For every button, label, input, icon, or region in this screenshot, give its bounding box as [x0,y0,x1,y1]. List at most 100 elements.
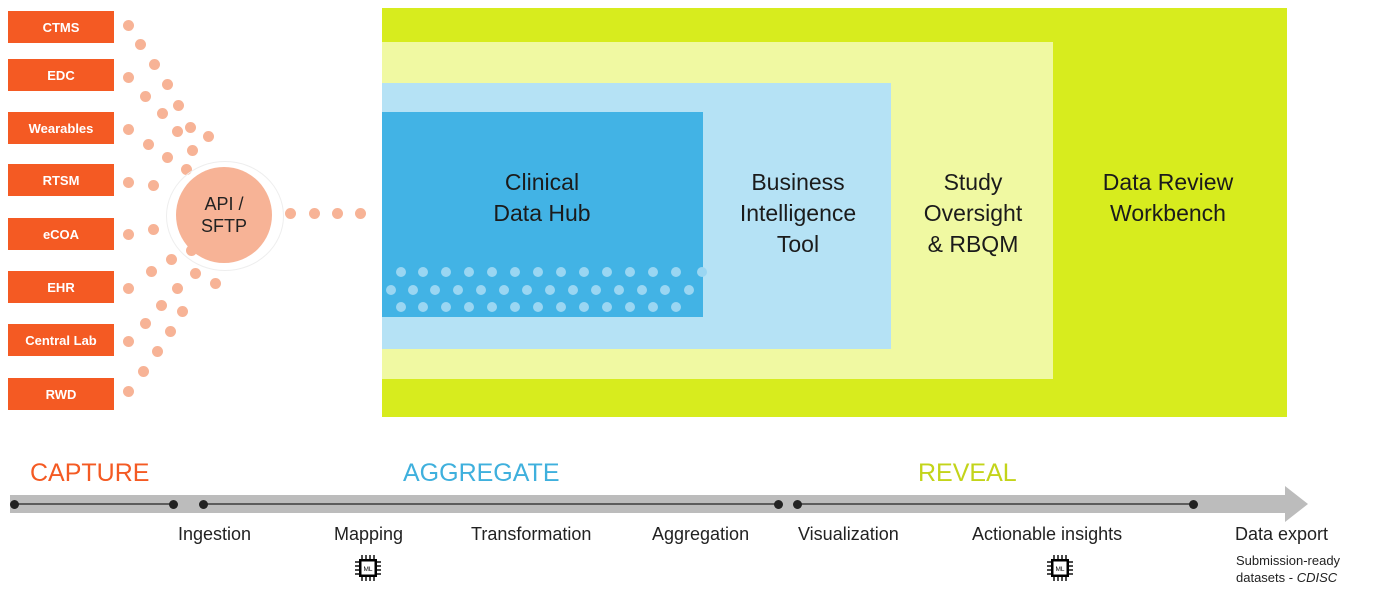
timeline-node [793,500,802,509]
connector-dot [123,336,134,347]
connector-dot [123,386,134,397]
connector-dot [166,254,177,265]
export-note-line2: datasets - CDISC [1236,570,1338,585]
connector-dot [123,283,134,294]
hub-dot [522,285,532,295]
hub-dot [568,285,578,295]
source-rtsm: RTSM [8,164,114,196]
hub-dot [476,285,486,295]
hub-dot [637,285,647,295]
hub-dot [464,302,474,312]
connector-dot [123,72,134,83]
connector-dot [162,152,173,163]
connector-dot [157,108,168,119]
connector-dot [123,177,134,188]
connector-dot [123,124,134,135]
connector-dot [332,208,343,219]
connector-dot [152,346,163,357]
connector-dot [148,224,159,235]
connector-dot [177,306,188,317]
ml-chip-text: ML [363,566,372,573]
hub-dot [579,302,589,312]
hub-dot [408,285,418,295]
ml-chip-text: ML [1055,566,1064,573]
hub-dot [441,302,451,312]
hub-dot [487,302,497,312]
hub-dot [430,285,440,295]
timeline-node [1189,500,1198,509]
ml-chip-icon: ML [1047,555,1073,581]
hub-dot [697,267,707,277]
hub-dot [386,285,396,295]
timeline-arrow [10,486,1308,522]
connector-dot [123,20,134,31]
workbench-line1: Data Review [1102,169,1234,195]
connector-dot [285,208,296,219]
step-visualization: Visualization [798,524,899,544]
hub-dot [464,267,474,277]
connector-dot [165,326,176,337]
step-actionable-insights: Actionable insights [972,524,1123,544]
hub-dot [648,267,658,277]
source-ecoa: eCOA [8,218,114,250]
connector-dot [149,59,160,70]
export-note-line1: Submission-ready [1236,553,1341,568]
oversight-line1: Study [943,169,1003,195]
hub-dot [671,302,681,312]
hub-dot [533,267,543,277]
step-transformation: Transformation [471,524,592,544]
source-edc: EDC [8,59,114,91]
connector-dot [355,208,366,219]
source-rwd: RWD [8,378,114,410]
hub-dot [579,267,589,277]
step-aggregation: Aggregation [652,524,750,544]
hub-dot [660,285,670,295]
timeline-node [774,500,783,509]
hub-dot [418,302,428,312]
data-export-note: Submission-ready datasets - CDISC [1236,552,1340,586]
ml-chip-icon: ML [355,555,381,581]
connector-dot [181,164,192,175]
connector-dot [185,122,196,133]
hub-dot [545,285,555,295]
timeline-node [169,500,178,509]
bi-line3: Tool [776,231,820,257]
step-data-export: Data export [1235,524,1329,544]
connector-dot [148,180,159,191]
hub-dot [418,267,428,277]
connector-dot [140,318,151,329]
connector-dot [162,79,173,90]
phase-reveal: REVEAL [918,459,1017,487]
source-central-lab: Central Lab [8,324,114,356]
connector-dot [173,100,184,111]
timeline-node [10,500,19,509]
step-mapping: Mapping [334,524,404,544]
phase-capture: CAPTURE [30,459,150,487]
hub-dot [602,267,612,277]
hub-dot [556,302,566,312]
sftp-label: SFTP [200,216,247,236]
hub-dot [487,267,497,277]
hub-dot [671,267,681,277]
hub-dot [602,302,612,312]
connector-dot [190,268,201,279]
timeline-node [199,500,208,509]
api-sftp-node: API / SFTP [176,167,272,263]
hub-dot [614,285,624,295]
source-wearables: Wearables [8,112,114,144]
connector-dot [140,91,151,102]
hub-dot [499,285,509,295]
connector-dot [309,208,320,219]
data-review-workbench-label: Data Review Workbench [1068,167,1268,229]
hub-dot [533,302,543,312]
connector-dot [156,300,167,311]
connector-dot [123,229,134,240]
cdisc-label: CDISC [1296,570,1338,585]
hub-dot [684,285,694,295]
api-label: API / [204,194,244,214]
connector-dot [135,39,146,50]
connector-dot [146,266,157,277]
connector-dot [203,131,214,142]
connector-dot [210,278,221,289]
clinical-data-hub-label: Clinical Data Hub [442,167,642,229]
